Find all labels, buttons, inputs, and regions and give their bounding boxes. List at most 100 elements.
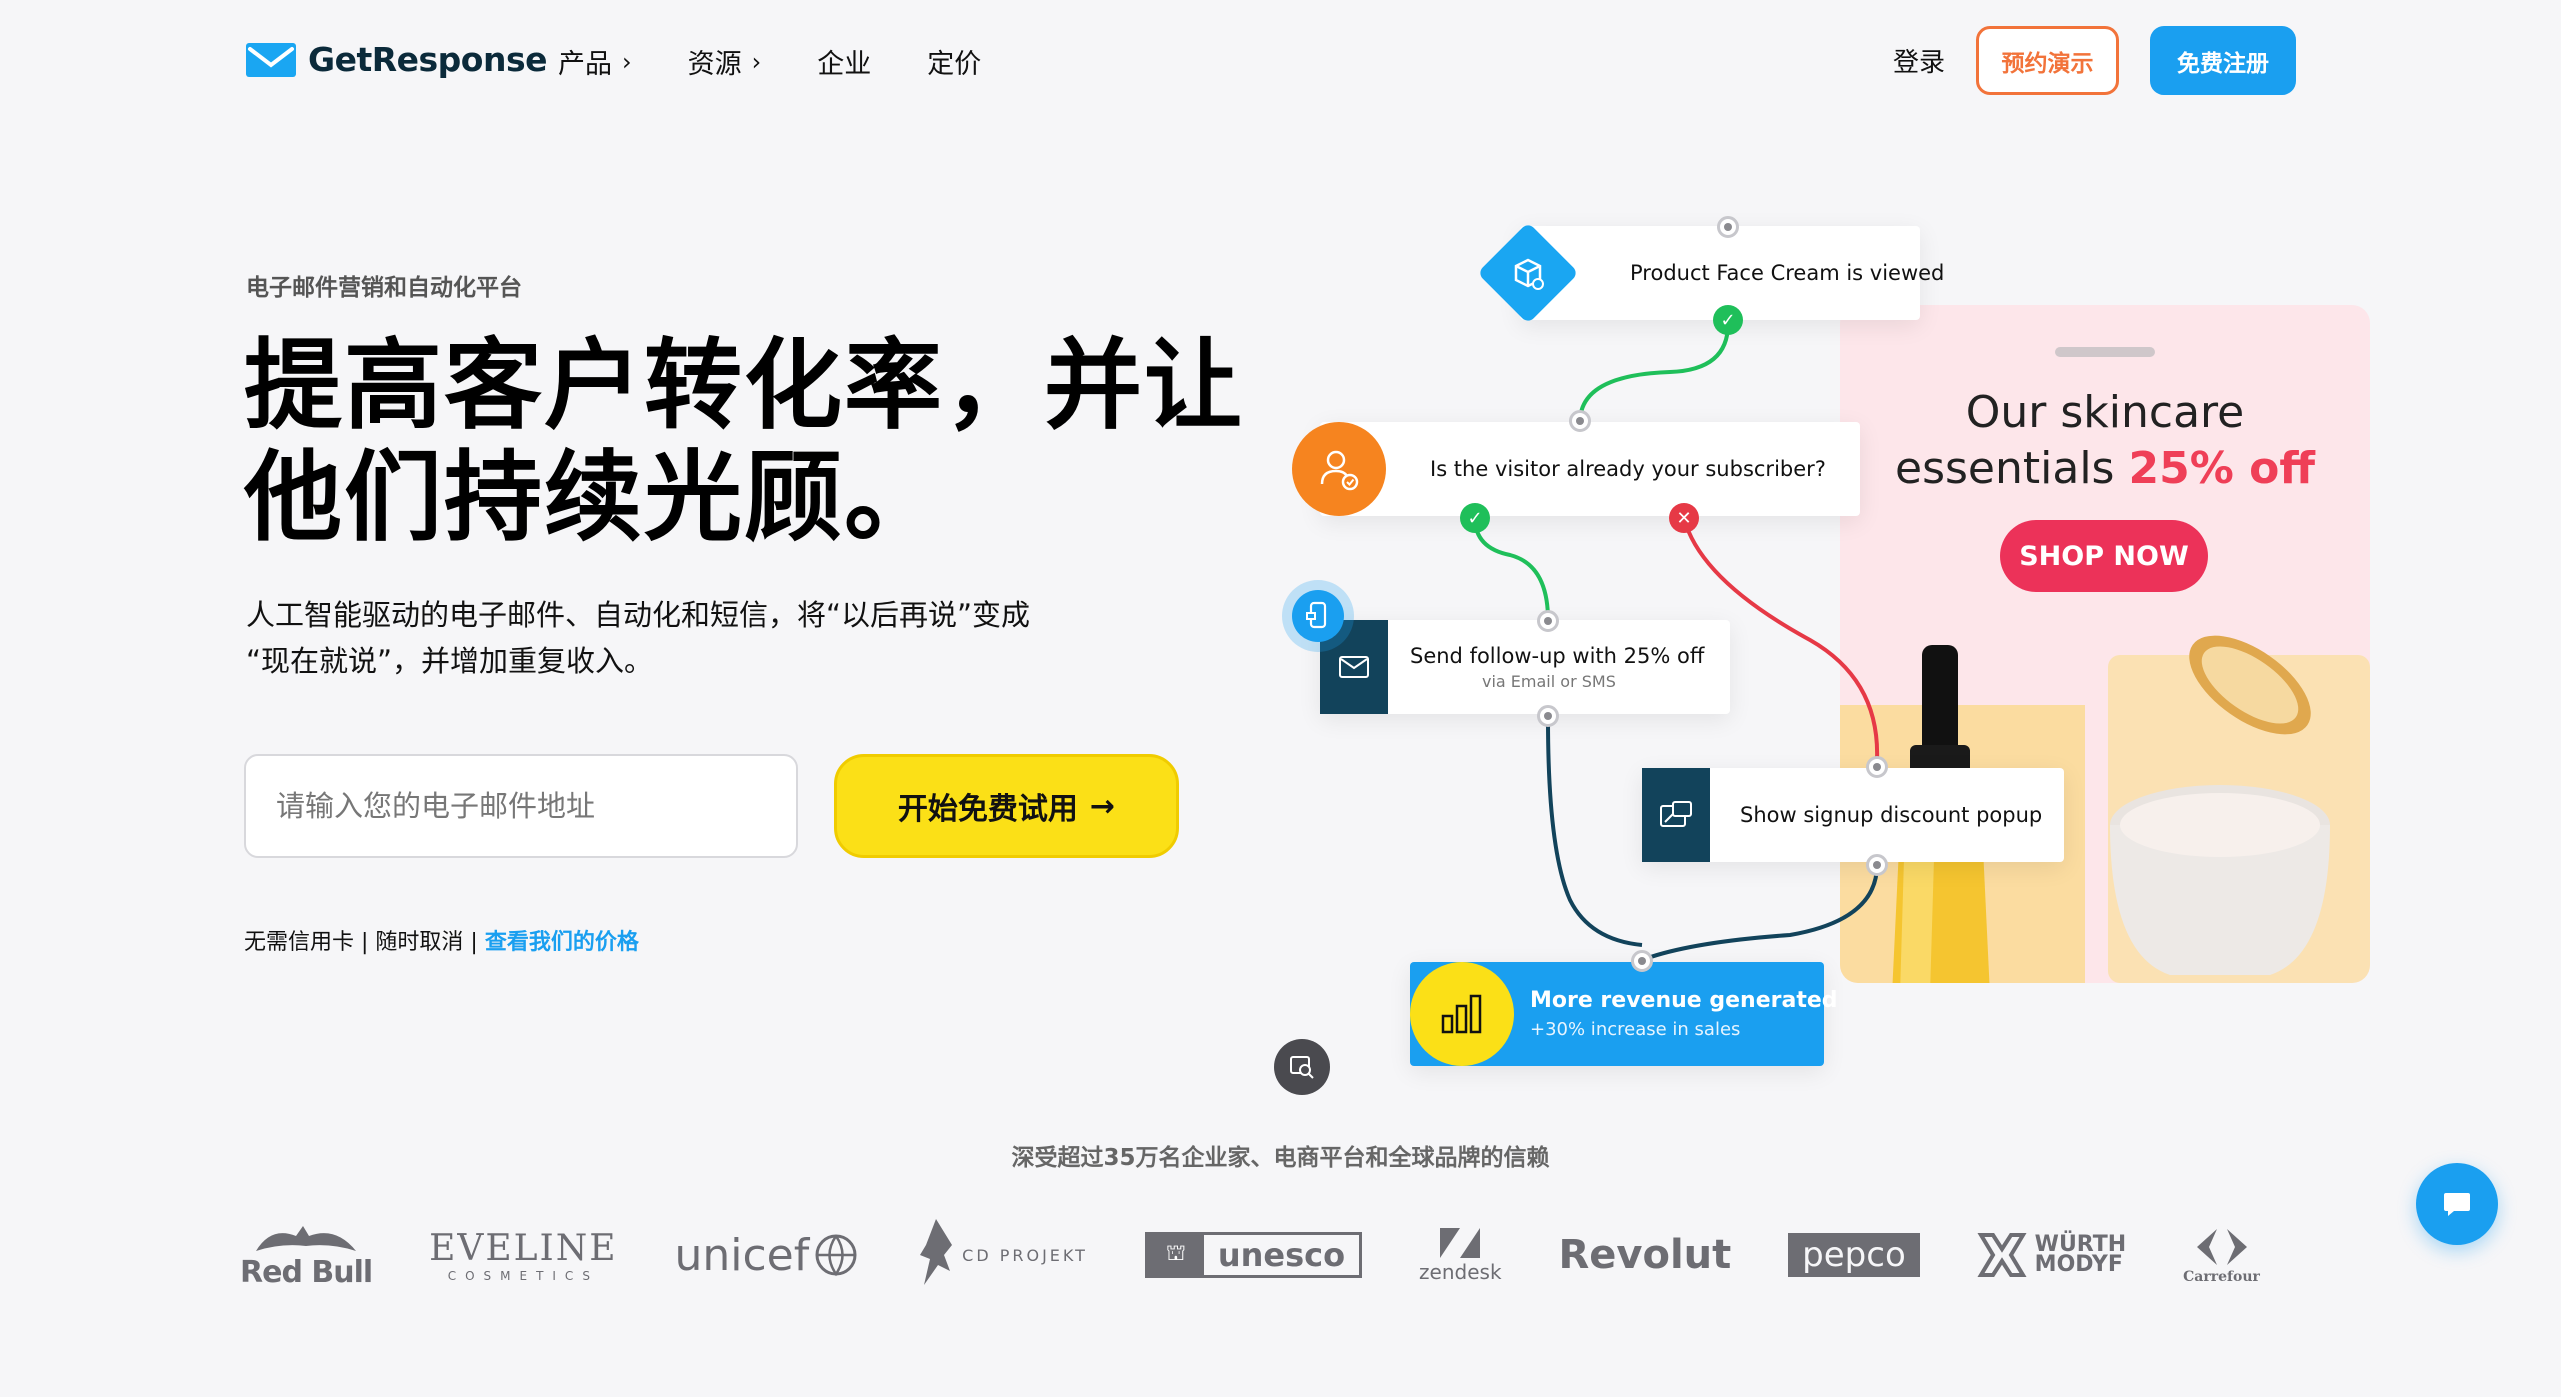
headline-line-2: 他们持续光顾。: [244, 441, 945, 555]
logo-zendesk: zendesk: [1419, 1226, 1502, 1284]
modyf-wordmark: MODYF: [2034, 1252, 2123, 1277]
login-link[interactable]: 登录: [1893, 48, 1946, 78]
step-label: Is the visitor already your subscriber?: [1430, 457, 1826, 481]
logo-unicef: unicef: [674, 1230, 859, 1281]
unesco-wordmark: unesco: [1217, 1236, 1346, 1274]
workflow-connectors: [1473, 323, 1880, 962]
carrefour-mark-icon: [2196, 1229, 2247, 1265]
logo-wordmark: GetResponse: [308, 40, 548, 79]
hero-subline: 人工智能驱动的电子邮件、自动化和短信，将“以后再说”变成 “现在就说”，并增加重…: [246, 592, 1146, 684]
eveline-sub: COSMETICS: [447, 1268, 599, 1283]
zendesk-z-icon: [1440, 1228, 1481, 1258]
phone-icon: [1306, 601, 1327, 629]
step-subtitle: via Email or SMS: [1482, 671, 1616, 691]
logo-unesco: ⛫ unesco: [1144, 1232, 1363, 1278]
cta-label: 开始免费试用: [897, 792, 1078, 827]
popup-badge: [1642, 768, 1710, 862]
wurth-text: WÜRTH MODYF: [2034, 1234, 2127, 1277]
email-input[interactable]: [244, 754, 798, 858]
free-signup-button[interactable]: 免费注册: [2150, 26, 2296, 95]
getresponse-logo[interactable]: GetResponse: [246, 40, 548, 79]
automation-workflow-diagram: Product Face Cream is viewed ✓ Is the vi…: [1270, 200, 2470, 1100]
subline-line-1: 人工智能驱动的电子邮件、自动化和短信，将“以后再说”变成: [246, 598, 1031, 632]
headline-line-1: 提高客户转化率，并让: [244, 329, 1245, 443]
hero-headline: 提高客户转化率，并让 他们持续光顾。: [244, 330, 1244, 554]
promo-line-2-prefix: essentials: [1895, 443, 2115, 494]
step-label: Show signup discount popup: [1740, 803, 2043, 827]
image-search-button[interactable]: [1274, 1039, 1330, 1095]
logo-carrefour: Carrefour: [2183, 1225, 2260, 1285]
carrefour-wordmark: Carrefour: [2183, 1269, 2260, 1285]
zendesk-wordmark: zendesk: [1419, 1260, 1502, 1284]
hero-note: 无需信用卡 | 随时取消 | 查看我们的价格: [244, 924, 639, 956]
view-pricing-link[interactable]: 查看我们的价格: [484, 930, 639, 955]
check-success-icon: ✓: [1460, 503, 1490, 533]
globe-icon: [815, 1234, 857, 1277]
nav-item-products[interactable]: 产品 ›: [558, 42, 632, 81]
wurth-mark-icon: [1977, 1233, 2027, 1277]
promo-drag-handle: [2055, 347, 2155, 357]
close-error-icon: ✕: [1669, 503, 1699, 533]
check-success-icon: ✓: [1713, 305, 1743, 335]
customer-logos: Red Bull EVELINE COSMETICS unicef CD PRO…: [240, 1210, 2260, 1300]
step-title: More revenue generated: [1530, 988, 1838, 1013]
mail-icon: [1339, 656, 1369, 678]
envelope-logo-icon: [246, 42, 296, 77]
step-title: Send follow-up with 25% off: [1410, 643, 1705, 668]
unesco-temple-icon: ⛫: [1147, 1235, 1204, 1275]
promo-title: Our skincare essentials 25% off: [1840, 385, 2370, 497]
redbull-wordmark: Red Bull: [240, 1254, 373, 1290]
cube-eye-icon: [1514, 258, 1544, 290]
main-nav: 产品 › 资源 › 企业 定价: [558, 42, 981, 81]
workflow-step-send-followup[interactable]: Send follow-up with 25% off via Email or…: [1320, 620, 1730, 714]
workflow-step-product-viewed[interactable]: Product Face Cream is viewed: [1520, 226, 1944, 320]
nav-item-label: 企业: [817, 49, 872, 80]
unicef-wordmark: unicef: [674, 1229, 810, 1281]
connector-node: [1537, 705, 1559, 727]
chat-launcher-button[interactable]: [2416, 1163, 2498, 1245]
trust-statement: 深受超过35万名企业家、电商平台和全球品牌的信赖: [1011, 1145, 1550, 1171]
workflow-step-subscriber-check[interactable]: Is the visitor already your subscriber?: [1320, 422, 1860, 516]
chevron-right-icon: ›: [622, 47, 632, 76]
promo-line-2: essentials 25% off: [1840, 441, 2370, 497]
arrow-right-icon: →: [1089, 788, 1116, 824]
nav-item-pricing[interactable]: 定价: [927, 42, 981, 81]
logo-pepco: pepco: [1788, 1233, 1920, 1277]
nav-item-label: 产品: [558, 49, 612, 80]
bar-chart-icon: [1441, 994, 1482, 1034]
user-check-icon: [1320, 450, 1359, 491]
sms-channel-inner: [1292, 590, 1344, 642]
pepco-wordmark: pepco: [1802, 1235, 1906, 1275]
sms-channel-badge: [1282, 580, 1354, 652]
connector-node: [1866, 756, 1888, 778]
start-free-trial-button[interactable]: 开始免费试用 →: [834, 754, 1179, 858]
connector-node: [1717, 216, 1739, 238]
step-label: Product Face Cream is viewed: [1630, 261, 1945, 285]
connector-node: [1537, 610, 1559, 632]
nav-item-enterprise[interactable]: 企业: [817, 42, 871, 81]
workflow-step-signup-popup[interactable]: Show signup discount popup: [1642, 768, 2064, 862]
nav-item-resources[interactable]: 资源 ›: [688, 42, 762, 81]
logo-revolut: Revolut: [1558, 1232, 1731, 1278]
cdprojekt-bird-icon: [920, 1219, 953, 1285]
user-check-badge: [1292, 422, 1386, 516]
logo-redbull: Red Bull: [240, 1221, 373, 1290]
step-subtitle: +30% increase in sales: [1530, 1019, 1741, 1040]
connector-node: [1631, 950, 1653, 972]
revenue-badge: [1410, 962, 1514, 1066]
image-search-icon: [1290, 1056, 1314, 1079]
revolut-wordmark: Revolut: [1558, 1232, 1732, 1278]
logo-eveline: EVELINE COSMETICS: [429, 1228, 617, 1283]
logo-wurth: WÜRTH MODYF: [1977, 1229, 2127, 1281]
chevron-right-icon: ›: [751, 47, 762, 76]
book-demo-button[interactable]: 预约演示: [1976, 26, 2119, 95]
site-header: GetResponse 产品 › 资源 › 企业 定价 登录 预约演示 免费注册: [0, 0, 2561, 120]
promo-discount: 25% off: [2128, 443, 2315, 494]
chat-bubble-icon: [2444, 1193, 2470, 1216]
shop-now-button[interactable]: SHOP NOW: [2000, 520, 2208, 592]
note-text: 无需信用卡 | 随时取消 |: [244, 930, 478, 955]
nav-item-label: 资源: [687, 49, 742, 80]
popup-window-icon: [1660, 801, 1692, 827]
logo-cdprojekt: CD PROJEKT: [916, 1215, 1088, 1295]
nav-item-label: 定价: [927, 49, 982, 80]
